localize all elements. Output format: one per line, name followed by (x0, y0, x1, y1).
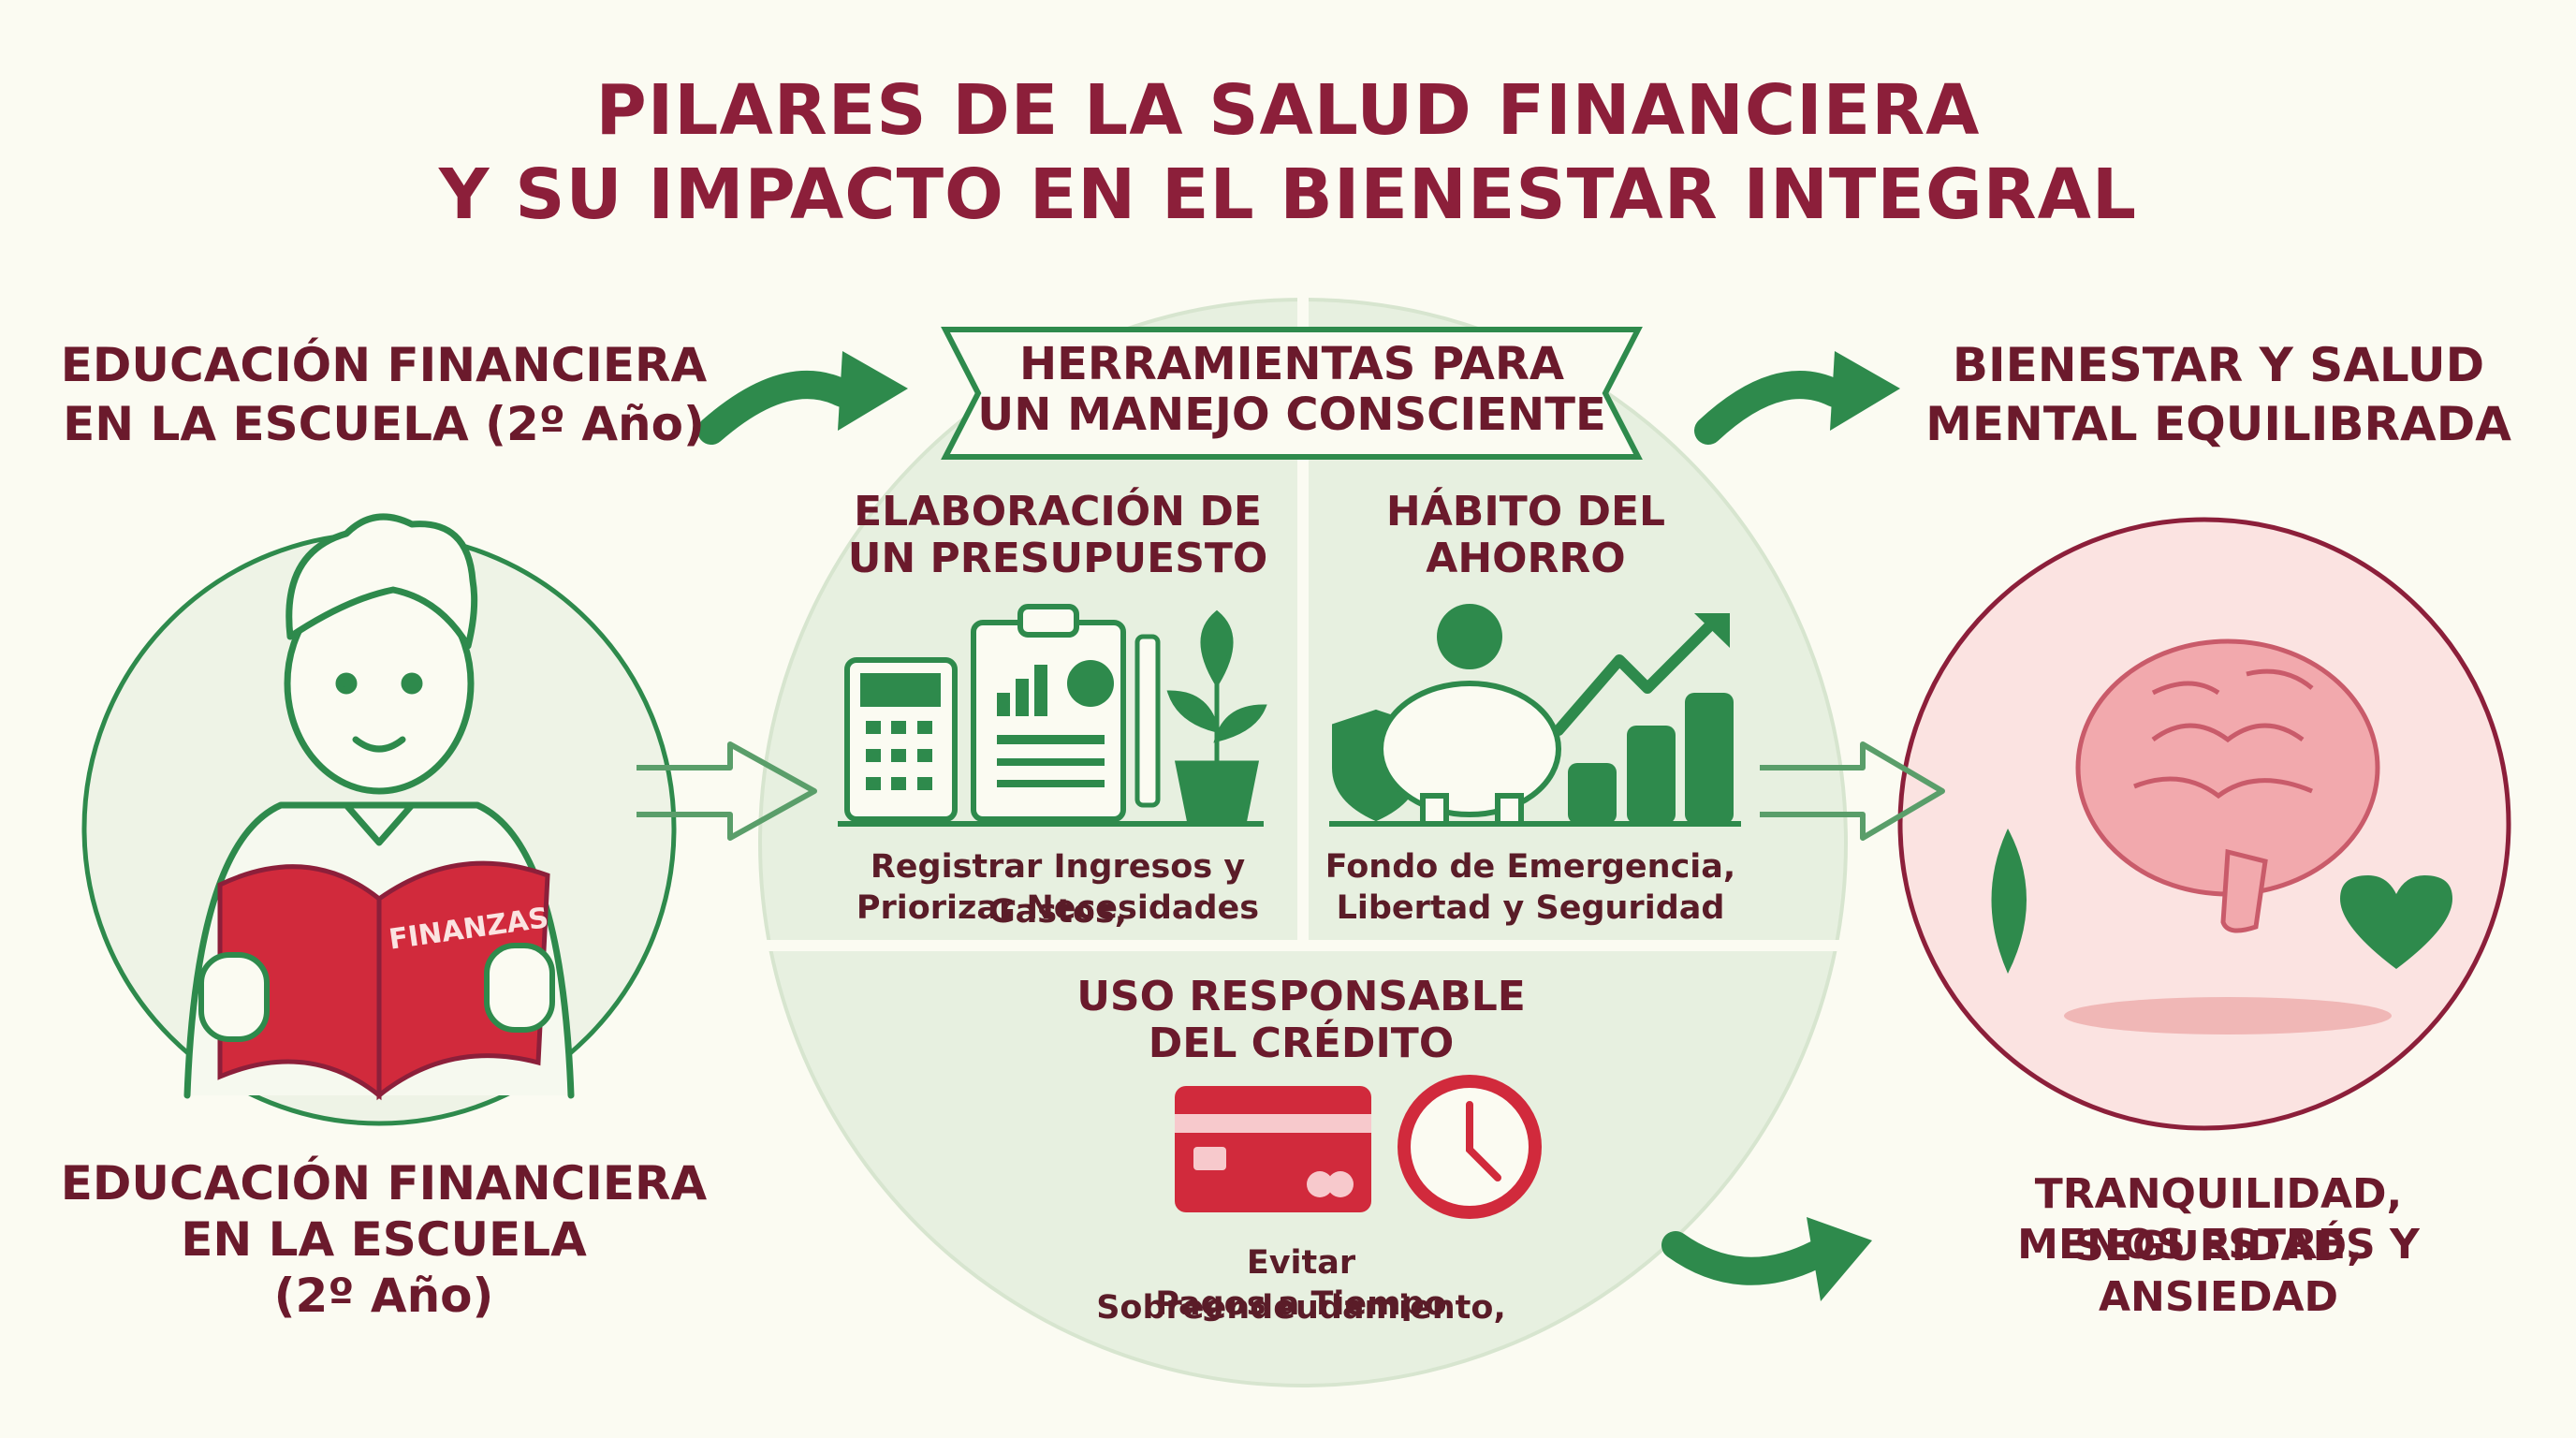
clipboard-chart-icon (971, 604, 1126, 822)
credit-desc-line-2: Pagos a Tiempo (1155, 1285, 1447, 1323)
brain-icon (2075, 638, 2380, 933)
savings-title-line-2: AHORRO (1426, 535, 1626, 582)
growth-arrow-icon (1553, 617, 1719, 736)
coin-stacks-icon (1568, 693, 1734, 824)
title-line-2: Y SU IMPACTO EN EL BIENESTAR INTEGRAL (438, 154, 2138, 235)
arrow-top-right-head (1830, 351, 1900, 431)
credit-card-icon (1175, 1086, 1371, 1212)
plant-icon (1166, 609, 1267, 822)
credit-desc-line-1: Evitar Sobreendeudamiento, (1096, 1244, 1506, 1327)
left-bottom-line-2: EN LA ESCUELA (181, 1212, 587, 1267)
savings-desc-line-1: Fondo de Emergencia, (1325, 848, 1736, 886)
arrow-top-left (697, 371, 856, 445)
banner-line-2: UN MANEJO CONSCIENTE (977, 389, 1606, 441)
banner-ribbon (941, 327, 1643, 460)
calculator-icon (844, 657, 958, 822)
arrow-outline-left (637, 741, 817, 841)
arrow-top-left-head (838, 351, 908, 431)
growth-arrow-head (1694, 613, 1730, 648)
right-bottom-line-1: TRANQUILIDAD, SEGURIDAD, (2034, 1170, 2403, 1270)
piggy-bank-icon (1378, 604, 1561, 827)
clock-icon (1398, 1075, 1542, 1219)
credit-title-line-1: USO RESPONSABLE (1076, 973, 1526, 1020)
credit-title-line-2: DEL CRÉDITO (1148, 1020, 1455, 1067)
title-line-1: PILARES DE LA SALUD FINANCIERA (595, 70, 1981, 151)
banner-line-1: HERRAMIENTAS PARA (1018, 338, 1565, 390)
heart-icon (2340, 875, 2452, 969)
leaf-icon (1991, 829, 2027, 974)
left-top-line-1: EDUCACIÓN FINANCIERA (60, 338, 708, 392)
right-top-line-2: MENTAL EQUILIBRADA (1925, 397, 2511, 451)
right-bottom-line-2: MENOS ESTRÉS Y ANSIEDAD (2017, 1221, 2420, 1321)
left-bottom-line-1: EDUCACIÓN FINANCIERA (60, 1156, 708, 1211)
hands-icon (198, 943, 555, 1042)
budget-desc-line-2: Priorizar Necesidades (856, 889, 1260, 927)
budget-desc-line-1: Registrar Ingresos y Gastos, (870, 848, 1246, 931)
savings-title-line-1: HÁBITO DEL (1385, 488, 1666, 536)
right-top-line-1: BIENESTAR Y SALUD (1952, 338, 2485, 392)
savings-desc-line-2: Libertad y Seguridad (1336, 889, 1725, 927)
left-bottom-line-3: (2º Año) (273, 1269, 494, 1323)
budget-title-line-2: UN PRESUPUESTO (847, 535, 1268, 582)
budget-title-line-1: ELABORACIÓN DE (854, 488, 1262, 536)
arrow-bottom-right-head (1807, 1217, 1872, 1301)
arrow-outline-right (1760, 741, 1945, 841)
arrow-bottom-right (1661, 1231, 1830, 1285)
brain-shadow (2064, 997, 2392, 1034)
book-icon (217, 860, 550, 1101)
pen-icon (1134, 634, 1161, 808)
arrow-top-right (1694, 371, 1849, 445)
left-top-line-2: EN LA ESCUELA (2º Año) (63, 397, 705, 451)
